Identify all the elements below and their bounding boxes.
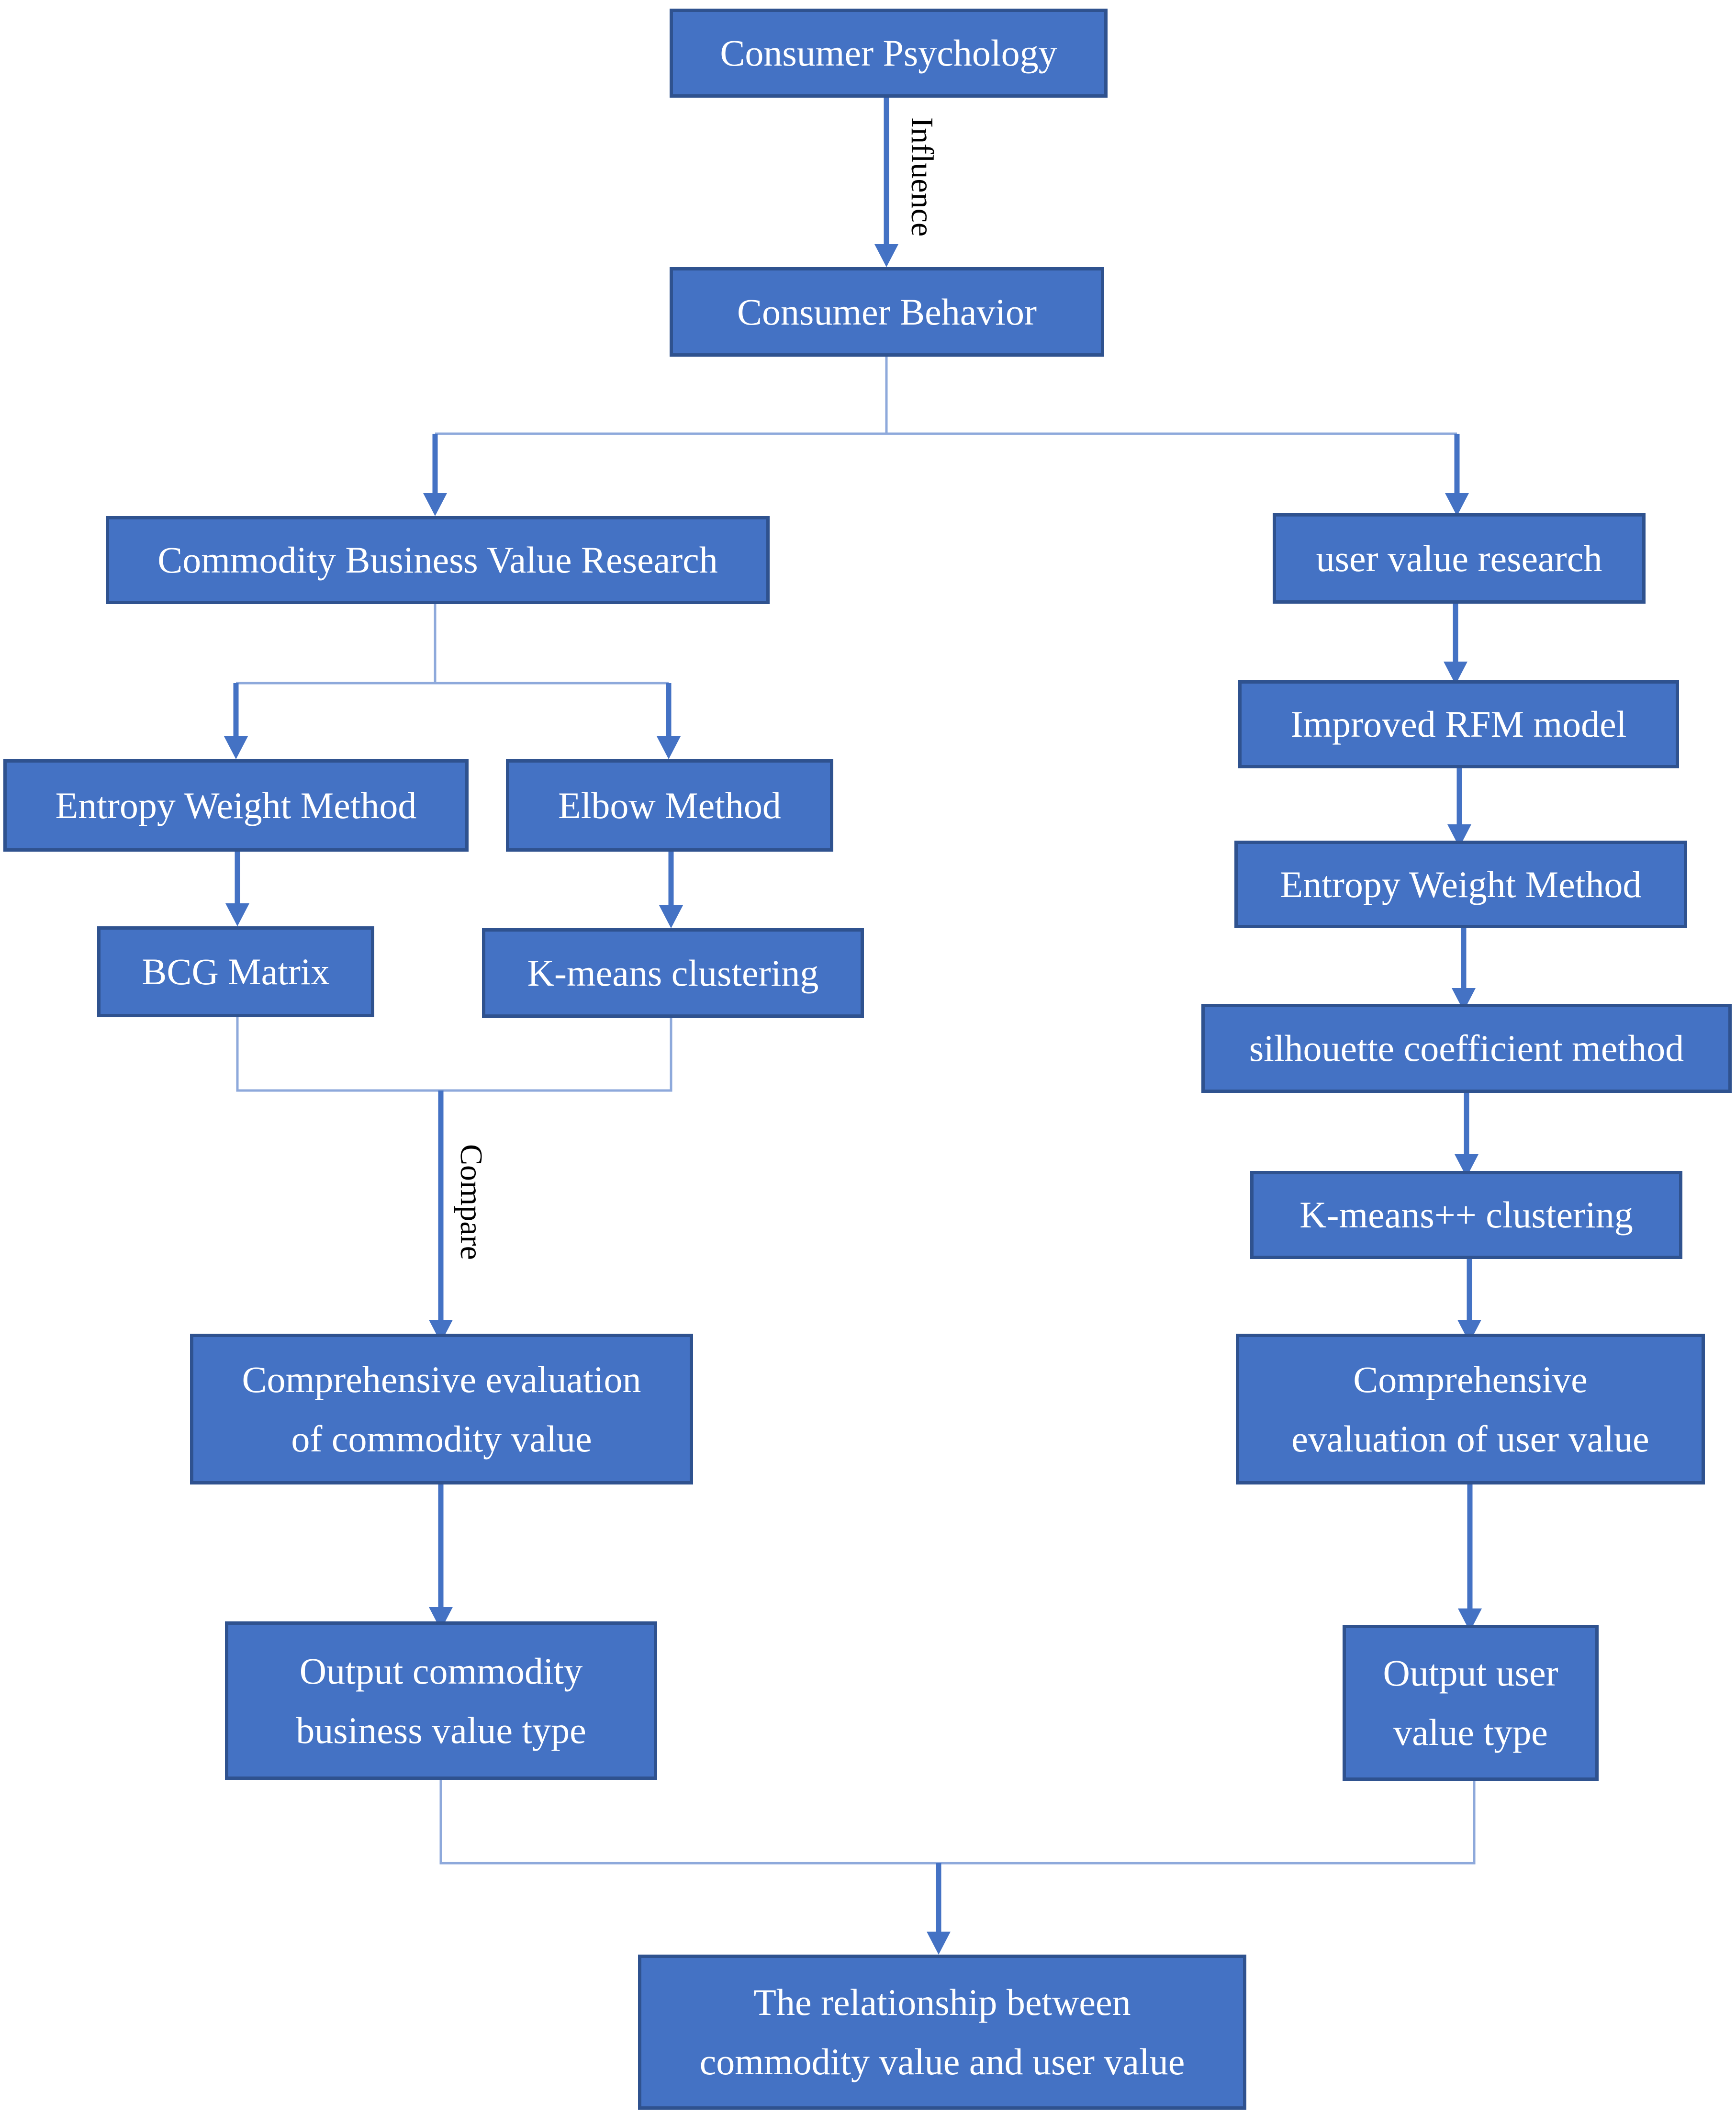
arrowhead-silhouette	[1452, 988, 1476, 1011]
edge-label-influence: Influence	[905, 117, 940, 237]
arrowhead-bcg	[225, 903, 249, 926]
arrowhead-elbow	[657, 736, 681, 759]
edge-label-compare: Compare	[454, 1144, 489, 1260]
arrowhead-compare	[429, 1320, 453, 1343]
node-bcg-matrix: BCG Matrix	[97, 926, 374, 1017]
node-user-value-research: user value research	[1273, 513, 1646, 604]
node-k-means-clustering: K-means clustering	[482, 928, 864, 1018]
arrowhead-influence	[874, 244, 898, 267]
node-relationship-commodity-user-value: The relationship between commodity value…	[638, 1955, 1246, 2110]
arrows	[233, 98, 1473, 1932]
arrowhead-out-user	[1458, 1608, 1482, 1631]
arrowhead-user-research	[1445, 493, 1469, 516]
arrowheads	[224, 244, 1482, 1955]
branch-connectors	[236, 357, 1476, 1865]
node-commodity-business-value-research: Commodity Business Value Research	[106, 516, 770, 604]
node-silhouette-coefficient-method: silhouette coefficient method	[1201, 1004, 1732, 1093]
node-comprehensive-evaluation-user: Comprehensive evaluation of user value	[1236, 1334, 1705, 1484]
connector-bcg-kmeans-join	[236, 1017, 672, 1092]
arrowhead-eval-user	[1457, 1320, 1481, 1343]
node-consumer-behavior: Consumer Behavior	[670, 267, 1104, 357]
arrowhead-commodity-research	[423, 493, 447, 516]
node-entropy-weight-method-left: Entropy Weight Method	[3, 759, 469, 852]
node-output-commodity-business-value-type: Output commodity business value type	[225, 1621, 657, 1780]
arrowhead-entropy-left	[224, 736, 248, 759]
arrowhead-kmeans	[659, 905, 683, 928]
arrowhead-out-commodity	[429, 1607, 453, 1630]
node-entropy-weight-method-right: Entropy Weight Method	[1234, 841, 1687, 928]
connector-output-join	[439, 1780, 1476, 1865]
node-improved-rfm-model: Improved RFM model	[1238, 680, 1679, 768]
node-comprehensive-evaluation-commodity: Comprehensive evaluation of commodity va…	[190, 1334, 693, 1484]
arrowhead-relationship	[927, 1932, 951, 1955]
arrowhead-entropy-right	[1447, 824, 1471, 847]
node-output-user-value-type: Output user value type	[1343, 1625, 1599, 1781]
arrowhead-rfm	[1444, 662, 1467, 685]
arrowhead-kmeanspp	[1455, 1154, 1478, 1177]
node-consumer-psychology: Consumer Psychology	[670, 9, 1108, 98]
node-k-means-plus-plus-clustering: K-means++ clustering	[1250, 1171, 1682, 1259]
node-elbow-method: Elbow Method	[506, 759, 833, 852]
